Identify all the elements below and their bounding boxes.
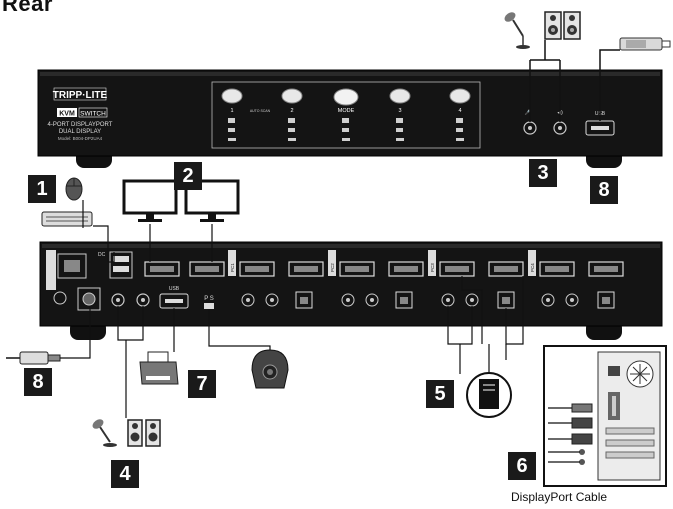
- callout-badge-6: 6: [508, 452, 536, 480]
- callout-badge-2: 2: [174, 162, 202, 190]
- keyboard-icon: [41, 211, 93, 227]
- monitor-icon-2: [184, 179, 240, 222]
- page-title: Rear: [2, 0, 53, 16]
- button-label-1: 1: [230, 108, 233, 114]
- rear-connection-lines: [60, 200, 580, 463]
- displayport-cable-caption: DisplayPort Cable: [511, 490, 608, 504]
- pc-section-2: [328, 250, 424, 309]
- ps2-device-icon: [251, 349, 289, 389]
- switch-label: SWITCH: [80, 111, 106, 118]
- monitor-icon-1: [122, 179, 178, 222]
- pc2-label: PC2: [330, 263, 335, 272]
- model-number: Model: B004-DP2UA4: [58, 136, 103, 141]
- button-label-4: 4: [458, 108, 461, 114]
- mouse-icon: [65, 177, 83, 201]
- callout-badge-3: 3: [529, 159, 557, 187]
- front-connection-lines: [529, 40, 620, 122]
- callout-badge-4: 4: [111, 460, 139, 488]
- computer-circle-icon: [466, 372, 512, 418]
- dc-label: DC: [98, 252, 106, 258]
- front-speakers-icon: [544, 11, 581, 40]
- button-label-mode: MODE: [338, 108, 355, 114]
- pc-section-1: [228, 250, 324, 309]
- computer-tower-icon: [543, 345, 667, 487]
- rear-mic-icon: [92, 419, 117, 447]
- callout-badge-5: 5: [426, 380, 454, 408]
- callout-badge-8-rear: 8: [24, 368, 52, 396]
- pc1-label: PC1: [230, 263, 235, 272]
- callout-badge-8-front: 8: [590, 176, 618, 204]
- power-plug-icon: [6, 351, 61, 365]
- rear-speakers-icon: [127, 419, 161, 447]
- callout-badge-1: 1: [28, 175, 56, 203]
- kvm-label: KVM: [59, 111, 75, 118]
- front-mic-icon: [504, 12, 530, 49]
- button-label-2: 2: [290, 108, 293, 114]
- brand-logo: TRIPP·LITE: [53, 90, 108, 101]
- front-unit: TRIPP·LITE KVM SWITCH 4-PORT DISPLAYPORT…: [37, 69, 663, 168]
- printer-icon: [139, 351, 179, 385]
- model-line2: DUAL DISPLAY: [59, 129, 101, 135]
- callout-badge-7: 7: [188, 370, 216, 398]
- rear-unit: DC USB P S: [39, 241, 663, 340]
- console-usb-label: USB: [169, 286, 180, 292]
- led-indicators: [228, 118, 464, 141]
- auto-scan-label: AUTO SCAN: [250, 109, 271, 113]
- button-label-3: 3: [398, 108, 401, 114]
- front-usb-drive-icon: [619, 37, 671, 51]
- pc3-label: PC3: [430, 263, 435, 272]
- pc-section-4: [528, 250, 624, 309]
- model-line1: 4-PORT DISPLAYPORT: [48, 122, 113, 128]
- pc4-label: PC4: [530, 263, 535, 272]
- ps-label: P S: [204, 296, 214, 302]
- front-buttons: [221, 88, 471, 106]
- svg-text:🎤: 🎤: [525, 109, 532, 116]
